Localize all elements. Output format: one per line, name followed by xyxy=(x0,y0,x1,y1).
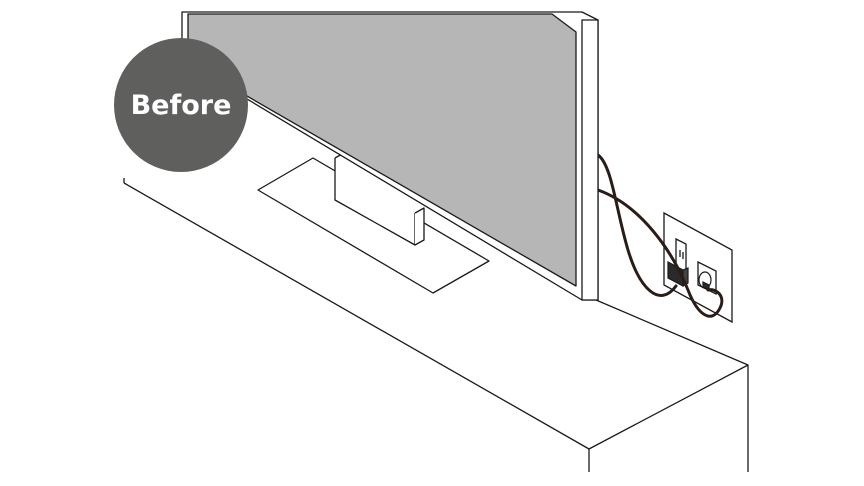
tv-monitor xyxy=(181,11,599,301)
tv-cabinet xyxy=(123,178,749,472)
before-badge-label: Before xyxy=(130,89,232,121)
power-plug xyxy=(667,261,712,291)
before-badge: Before xyxy=(114,38,248,172)
power-cables xyxy=(596,153,724,318)
tv-stand xyxy=(257,152,490,294)
